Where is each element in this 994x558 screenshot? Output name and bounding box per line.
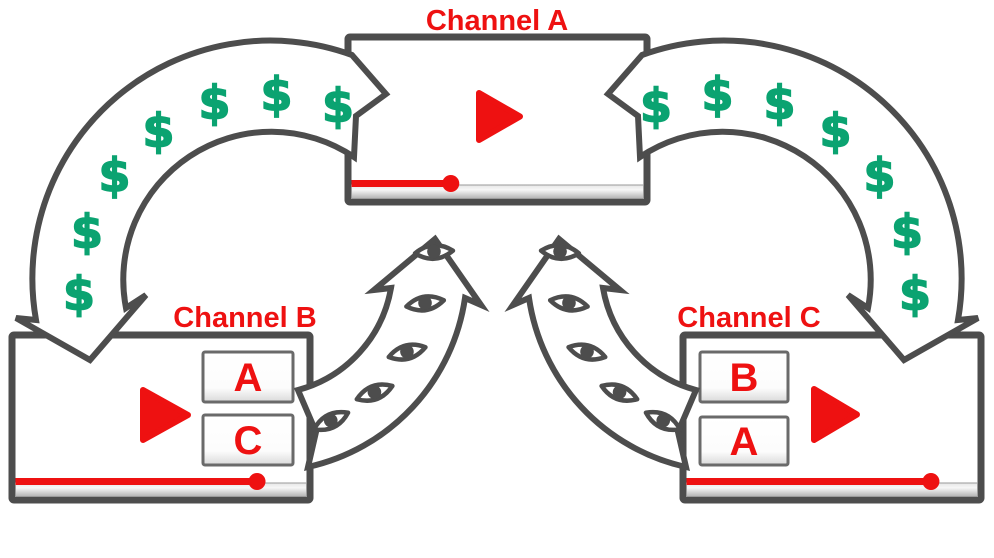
channel-b-title: Channel B bbox=[173, 302, 316, 334]
dollar-icon: $ bbox=[71, 205, 103, 259]
dollar-glyphs: $$$$$$$ bbox=[62, 67, 355, 322]
channel-c-title: Channel C bbox=[677, 302, 820, 334]
endscreen-card-label: B bbox=[730, 356, 759, 400]
dollar-icon: $ bbox=[640, 79, 672, 133]
dollar-icon: $ bbox=[63, 267, 95, 321]
progress-handle bbox=[922, 473, 940, 490]
dollar-glyphs: $$$$$$$ bbox=[639, 67, 932, 322]
progress-handle bbox=[248, 473, 266, 490]
dollar-icon: $ bbox=[899, 267, 931, 321]
dollar-icon: $ bbox=[763, 76, 795, 130]
dollar-icon: $ bbox=[98, 149, 130, 203]
play-icon bbox=[476, 90, 523, 143]
dollar-icon: $ bbox=[819, 104, 851, 158]
channel-b-player: A C Channel B bbox=[8, 302, 317, 504]
play-icon bbox=[811, 386, 860, 443]
dollar-icon: $ bbox=[891, 205, 923, 259]
endscreen-card bbox=[698, 350, 790, 404]
play-icon bbox=[140, 387, 191, 443]
views-arrow-b-to-a bbox=[293, 234, 490, 471]
views-arrow-c-to-a bbox=[504, 234, 701, 471]
endscreen-card-label: A bbox=[234, 356, 263, 400]
endscreen-card bbox=[201, 413, 295, 467]
endscreen-card-label: A bbox=[730, 420, 759, 464]
dollar-icon: $ bbox=[863, 149, 895, 203]
curved-arrow-body bbox=[603, 37, 980, 364]
curved-arrow-body bbox=[14, 37, 391, 364]
dollar-icon: $ bbox=[260, 67, 292, 121]
dollar-icon: $ bbox=[701, 67, 733, 121]
channel-a-title: Channel A bbox=[426, 5, 568, 37]
endscreen-card-label: C bbox=[234, 419, 263, 463]
endscreen-card bbox=[698, 415, 790, 467]
progress-track bbox=[351, 184, 644, 199]
channel-a-player: Channel A bbox=[344, 5, 651, 206]
endscreen-card bbox=[201, 350, 295, 404]
dollar-icon: $ bbox=[198, 76, 230, 130]
money-arrow-a-to-c: $$$$$$$ bbox=[603, 37, 980, 364]
progress-handle bbox=[442, 175, 460, 192]
dollar-icon: $ bbox=[142, 104, 174, 158]
dollar-icon: $ bbox=[322, 79, 354, 133]
money-arrow-a-to-b: $$$$$$$ bbox=[14, 37, 391, 364]
